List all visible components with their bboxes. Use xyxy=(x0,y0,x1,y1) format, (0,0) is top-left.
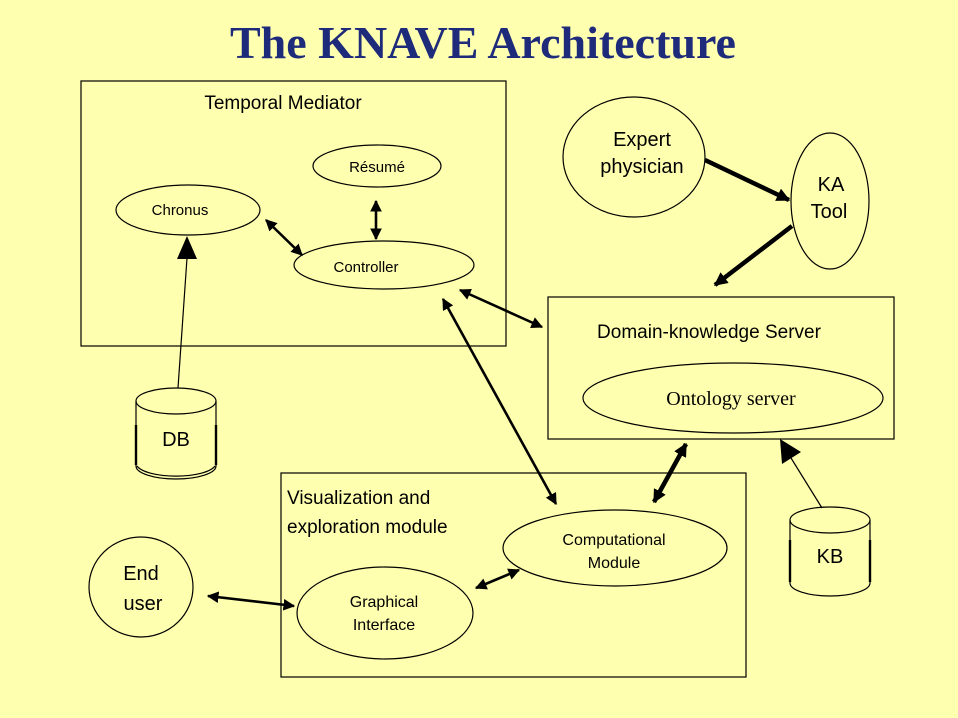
arrow-db-chronus-head xyxy=(177,236,197,259)
temporal-mediator-box xyxy=(80,80,507,347)
end-user-actor: End user xyxy=(88,536,194,638)
domain-server-label: Domain-knowledge Server xyxy=(597,322,822,343)
arrow-enduser-graphical xyxy=(206,591,296,611)
expert-label-line2: physician xyxy=(600,156,683,178)
graphical-label-line2: Interface xyxy=(353,617,415,634)
db-body xyxy=(135,401,217,480)
db-bottom xyxy=(136,465,216,477)
db-top xyxy=(135,387,217,415)
arrow-chronus-controller xyxy=(265,219,303,256)
arrow-graphical-computational xyxy=(474,568,521,590)
ontology-server-label: Ontology server xyxy=(666,388,796,410)
computational-module-node xyxy=(502,509,728,587)
ontology-server-node xyxy=(582,362,884,434)
db-label: DB xyxy=(162,429,190,451)
arrow-katool-domain xyxy=(713,224,794,287)
expert-physician-node xyxy=(562,96,706,218)
expert-physician-actor: Expert physician xyxy=(562,96,706,218)
ka-tool-node xyxy=(790,132,870,270)
page-title: The KNAVE Architecture xyxy=(230,17,736,68)
arrow-expert-katool xyxy=(704,157,791,203)
visualization-label-line2: exploration module xyxy=(287,517,448,538)
end-user-label-line2: user xyxy=(124,593,163,615)
graphical-interface-node xyxy=(296,566,474,660)
temporal-mediator-module: Temporal Mediator Résumé Chronus Control… xyxy=(80,80,507,347)
visualization-label-line1: Visualization and xyxy=(287,488,430,509)
kb-top xyxy=(789,506,871,534)
db-store: DB xyxy=(134,387,218,480)
arrow-domain-computational xyxy=(652,442,688,504)
domain-knowledge-server-module: Domain-knowledge Server Ontology server xyxy=(547,296,895,440)
controller-label: Controller xyxy=(333,259,398,276)
computational-label-line1: Computational xyxy=(562,532,665,549)
resume-node xyxy=(312,144,442,188)
end-user-label-line1: End xyxy=(123,563,159,585)
expert-label-line1: Expert xyxy=(613,129,671,151)
ka-tool-actor: KA Tool xyxy=(790,132,870,270)
kb-body xyxy=(789,520,871,597)
visualization-module: Visualization and exploration module Com… xyxy=(280,472,747,678)
graphical-label-line1: Graphical xyxy=(350,594,418,611)
temporal-mediator-label: Temporal Mediator xyxy=(204,93,362,114)
connections xyxy=(177,157,823,611)
arrow-kb-ontology-line xyxy=(790,457,823,509)
controller-node xyxy=(293,240,475,290)
chronus-label: Chronus xyxy=(152,202,209,219)
chronus-node xyxy=(115,184,261,236)
resume-label: Résumé xyxy=(349,159,405,176)
arrow-db-chronus-line xyxy=(177,257,188,389)
arrow-kb-ontology-head xyxy=(780,439,801,464)
ka-tool-label-line1: KA xyxy=(818,174,845,196)
ka-tool-label-line2: Tool xyxy=(811,201,848,223)
kb-label: KB xyxy=(817,546,844,568)
computational-label-line2: Module xyxy=(588,555,641,572)
end-user-node xyxy=(88,536,194,638)
arrow-controller-computational xyxy=(441,297,558,506)
kb-store: KB xyxy=(788,506,872,597)
arrow-controller-domain xyxy=(458,288,544,329)
